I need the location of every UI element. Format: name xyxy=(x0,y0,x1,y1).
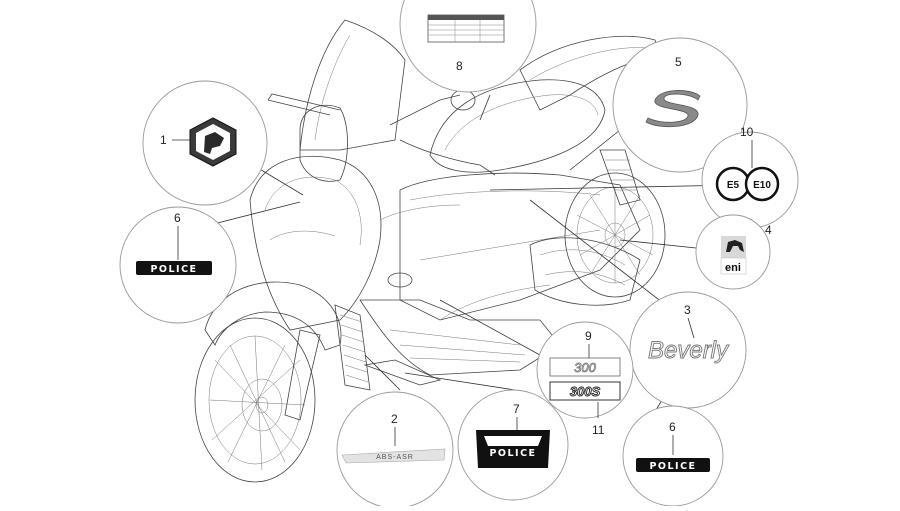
callout-7[interactable]: 7 POLICE xyxy=(457,389,569,501)
callout-10-number: 10 xyxy=(740,125,754,139)
callout-9-11[interactable]: 9 300 300S 11 xyxy=(536,321,634,437)
model-300-plate xyxy=(549,357,621,377)
callout-6-right-number: 6 xyxy=(669,420,676,434)
eni-text: eni xyxy=(725,262,741,274)
eni-dog-icon xyxy=(721,236,746,258)
callout-8[interactable]: 8 xyxy=(399,0,537,93)
callout-1[interactable]: 1 xyxy=(142,80,268,206)
model-300s-plate xyxy=(549,381,621,401)
callout-3[interactable]: 3 Beverly xyxy=(629,291,747,409)
callout-2-number: 2 xyxy=(391,412,398,426)
s-logo-icon xyxy=(645,90,701,128)
police-badge-left-text: POLICE xyxy=(150,264,197,275)
police-badge-left xyxy=(136,261,212,275)
model-300s-text: 300S xyxy=(570,384,601,399)
callout-1-number: 1 xyxy=(160,133,167,147)
callout-11-number: 11 xyxy=(592,423,605,437)
callout-8-number: 8 xyxy=(456,59,463,73)
abs-asr-decal xyxy=(341,448,446,464)
callout-5-number: 5 xyxy=(675,55,682,69)
callout-3-number: 3 xyxy=(684,303,691,317)
fuel-e5-text: E5 xyxy=(727,180,740,191)
model-300-text: 300 xyxy=(574,360,596,375)
callout-2-circle xyxy=(336,391,454,509)
callout-6-right[interactable]: 6 POLICE xyxy=(622,405,724,507)
abs-asr-text: ABS-ASR xyxy=(376,454,414,461)
fuel-e10-icon xyxy=(744,166,780,202)
callout-2[interactable]: 2 ABS-ASR xyxy=(336,391,454,509)
callout-8-circle xyxy=(399,0,537,93)
callout-5[interactable]: 5 xyxy=(612,37,748,173)
beverly-script-text: Beverly xyxy=(648,337,730,364)
callout-4-number: 4 xyxy=(765,223,772,237)
callout-6-left-number: 6 xyxy=(174,211,181,225)
scooter-drawing xyxy=(194,19,666,483)
callout-10[interactable]: 10 E5 E10 xyxy=(701,125,799,229)
callout-9-number: 9 xyxy=(585,329,592,343)
police-badge-right-text: POLICE xyxy=(649,461,696,472)
fuel-e10-text: E10 xyxy=(753,180,771,191)
police-plate-text: POLICE xyxy=(489,448,536,459)
callout-7-number: 7 xyxy=(513,402,520,416)
callout-4[interactable]: 4 eni xyxy=(695,214,772,290)
police-badge-right xyxy=(636,458,710,472)
callout-6-left[interactable]: 6 POLICE xyxy=(119,206,237,324)
